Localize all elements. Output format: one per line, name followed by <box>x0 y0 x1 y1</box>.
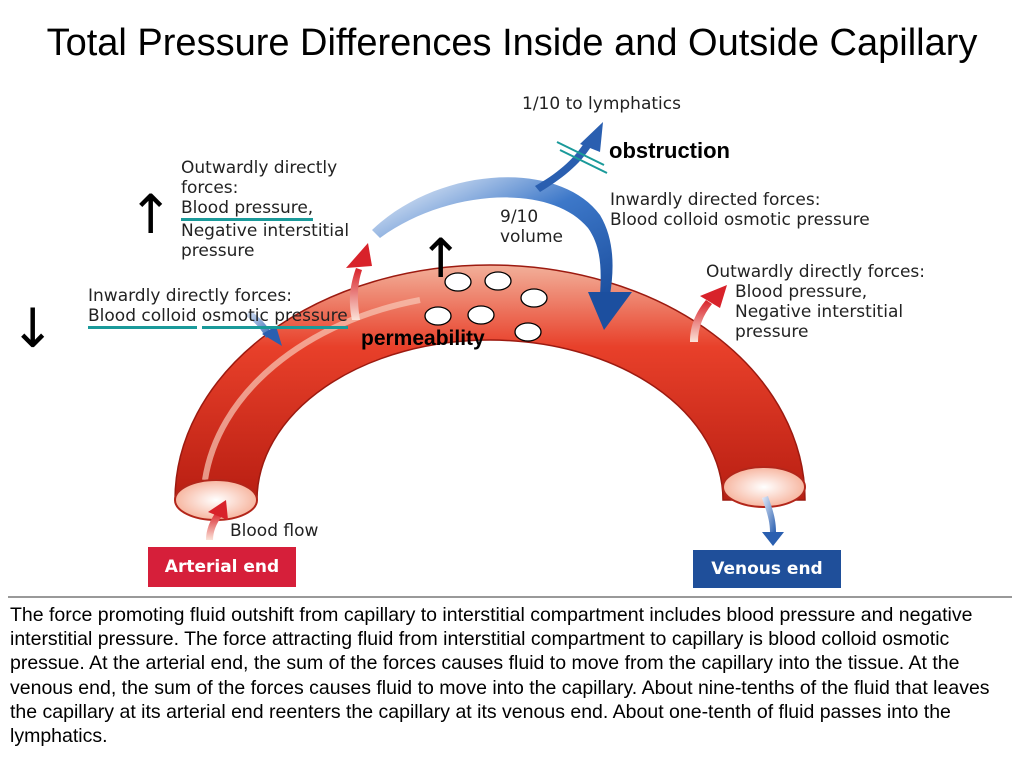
volume-line-1: 9/10 <box>500 207 539 227</box>
blood-flow-arrow <box>206 500 228 540</box>
outward-top-line-4: Negative interstitial <box>181 221 350 241</box>
blood-flow-label: Blood flow <box>230 521 319 541</box>
outward-top-line-5: pressure <box>181 241 255 261</box>
outward-right-line-3: Negative interstitial <box>735 302 904 322</box>
inward-left-line-3: osmotic pressure <box>201 306 348 329</box>
outward-right-line-2: Blood pressure, <box>735 282 868 302</box>
outward-top-line-3: Blood pressure, <box>181 198 314 221</box>
outward-forces-arterial-label: Outwardly directly forces: Blood pressur… <box>181 158 349 261</box>
outward-top-line-1: Outwardly directly <box>181 158 338 178</box>
outward-arrow-venous <box>690 285 727 342</box>
description-text: The force promoting fluid outshift from … <box>10 604 990 748</box>
obstruction-label: obstruction <box>609 138 730 163</box>
volume-label: 9/10 volume <box>500 207 563 247</box>
down-arrow-icon: ↓ <box>10 297 56 360</box>
outward-right-line-4: pressure <box>735 322 809 342</box>
up-arrow-icon: ↑ <box>128 183 174 246</box>
inward-right-line-2: Blood colloid osmotic pressure <box>610 210 870 230</box>
outward-right-line-1: Outwardly directly forces: <box>706 262 925 282</box>
outward-arrow-arterial <box>346 243 372 320</box>
arterial-end-label: Arterial end <box>148 547 296 587</box>
inward-left-line-2: Blood colloid <box>88 306 197 329</box>
divider <box>8 596 1012 598</box>
permeability-label: permeability <box>361 327 485 350</box>
inward-forces-arterial-label: Inwardly directly forces: Blood colloid … <box>88 286 348 329</box>
page-title: Total Pressure Differences Inside and Ou… <box>46 22 978 64</box>
return-flow-arrow <box>372 177 632 330</box>
volume-line-2: volume <box>500 227 563 247</box>
capillary-diagram <box>174 122 806 546</box>
inward-right-line-1: Inwardly directed forces: <box>610 190 821 210</box>
venous-end-label: Venous end <box>693 550 841 588</box>
inward-left-line-1: Inwardly directly forces: <box>88 286 292 306</box>
pores <box>424 271 548 342</box>
outward-forces-venous-label: Outwardly directly forces: Blood pressur… <box>706 262 925 342</box>
lymphatic-arrow <box>535 122 603 192</box>
permeability-up-arrow-icon: ↑ <box>418 227 464 290</box>
outward-top-line-2: forces: <box>181 178 239 198</box>
venous-exit-arrow <box>762 496 784 546</box>
lymphatics-label: 1/10 to lymphatics <box>522 94 681 114</box>
venous-lumen <box>722 466 806 508</box>
inward-arrow-arterial <box>246 310 282 346</box>
capillary-tube <box>174 264 806 501</box>
inward-forces-venous-label: Inwardly directed forces: Blood colloid … <box>610 190 870 230</box>
obstruction-mark <box>556 141 608 174</box>
